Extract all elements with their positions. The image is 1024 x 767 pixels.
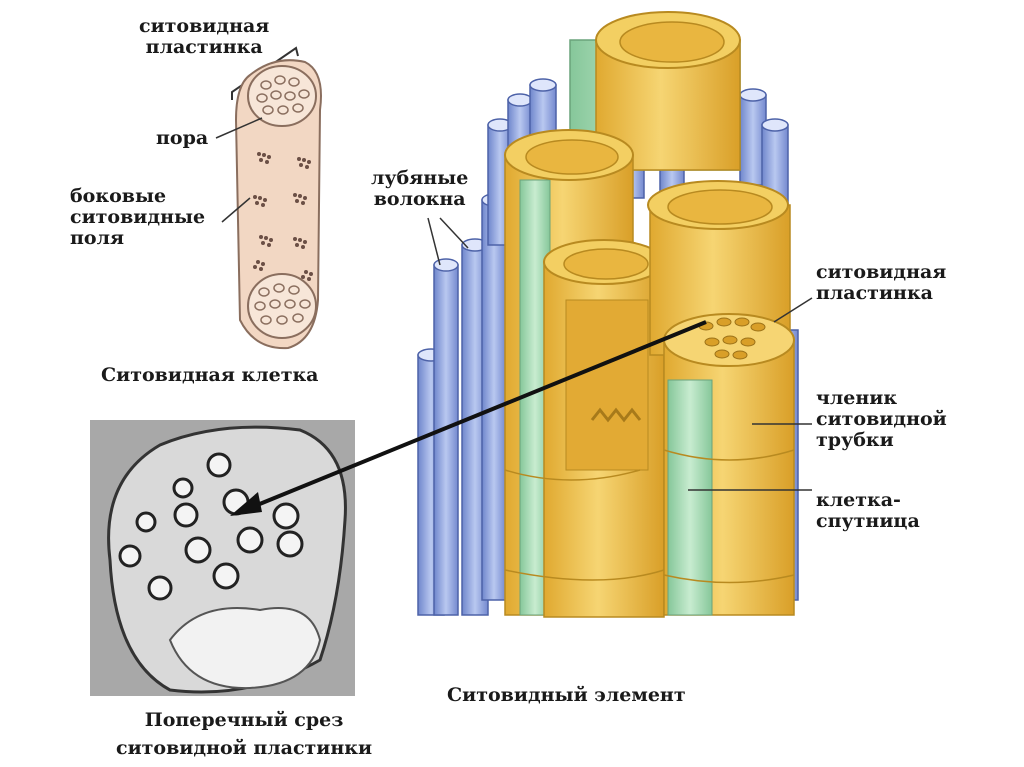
front-left-tube [543,239,665,618]
back-sieve-tube [569,11,741,171]
sieve-cell-body [234,59,322,350]
label-bast-fibers: лубяные волокна [371,167,469,210]
label-sieve-tube-member: членик ситовидной трубки [816,387,947,451]
pointer-arrow [239,320,707,514]
bottom-plate-pores [254,283,311,325]
lateral-sieve-fields [253,152,313,281]
fibers-leader-1 [427,217,441,266]
right-sieve-tube [647,180,795,616]
caption-sieve-element: Ситовидный элемент [447,684,686,706]
segment-joints [504,449,795,584]
pore-leader [215,117,263,139]
micrograph-cavity [168,607,322,690]
plate-leader [773,297,813,323]
label-lateral-fields: боковые ситовидные поля [70,185,206,249]
label-pore: пора [156,127,209,149]
top-plate-pores [256,75,310,115]
caption-sieve-cell: Ситовидная клетка [101,364,319,386]
fibers-leader-2 [439,217,469,249]
label-sieve-plate-right: ситовидная пластинка [816,261,947,304]
pointer-arrow-head [230,492,262,516]
label-sieve-plate-top: ситовидная пластинка [139,15,270,58]
label-companion-cell: клетка- спутница [816,489,920,532]
micrograph-pores [118,452,304,601]
sieve-plate-pores [698,317,766,360]
caption-cross-section: Поперечный срез ситовидной пластинки [116,709,373,759]
lateral-fields-leader [221,197,251,223]
